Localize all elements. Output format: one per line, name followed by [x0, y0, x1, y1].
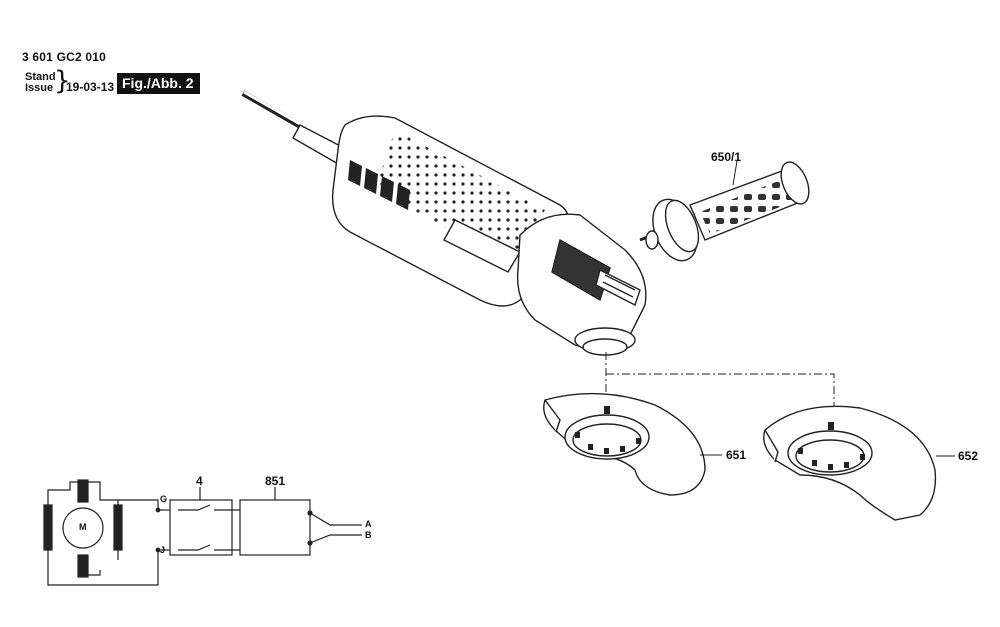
brace-glyph: } — [54, 66, 71, 96]
motor-label: M — [79, 522, 87, 532]
label-guard-652: 652 — [958, 449, 979, 463]
stand-issue-label: Stand Issue — [25, 72, 56, 94]
figure-badge: Fig./Abb. 2 — [117, 73, 200, 94]
angle-grinder-body — [241, 90, 647, 356]
terminal-a-label: A — [365, 519, 372, 529]
vent-slots — [348, 160, 410, 210]
issue-text: Issue — [25, 82, 54, 94]
wheel-guard-652 — [763, 405, 937, 521]
field-coil-right — [113, 504, 123, 551]
field-coil-left — [43, 504, 53, 551]
wiring-diagram — [43, 479, 362, 586]
label-side-handle: 650/1 — [711, 150, 742, 164]
stand-text: Stand — [25, 71, 56, 83]
side-handle — [639, 161, 810, 262]
module-box-851 — [239, 499, 311, 556]
wheel-guard-651 — [543, 392, 706, 496]
brush-bottom — [77, 554, 89, 578]
brush-top — [77, 479, 89, 503]
terminal-j-label: J — [160, 545, 166, 555]
handle-leader — [732, 160, 738, 186]
terminal-g-label: G — [160, 494, 168, 504]
document-number: 3 601 GC2 010 — [22, 50, 106, 64]
issue-date: 19-03-13 — [66, 80, 115, 94]
label-module: 851 — [265, 474, 286, 488]
label-switch: 4 — [196, 474, 203, 488]
motor-symbol — [62, 507, 104, 549]
terminal-b-label: B — [365, 530, 372, 540]
label-guard-651: 651 — [726, 448, 747, 462]
